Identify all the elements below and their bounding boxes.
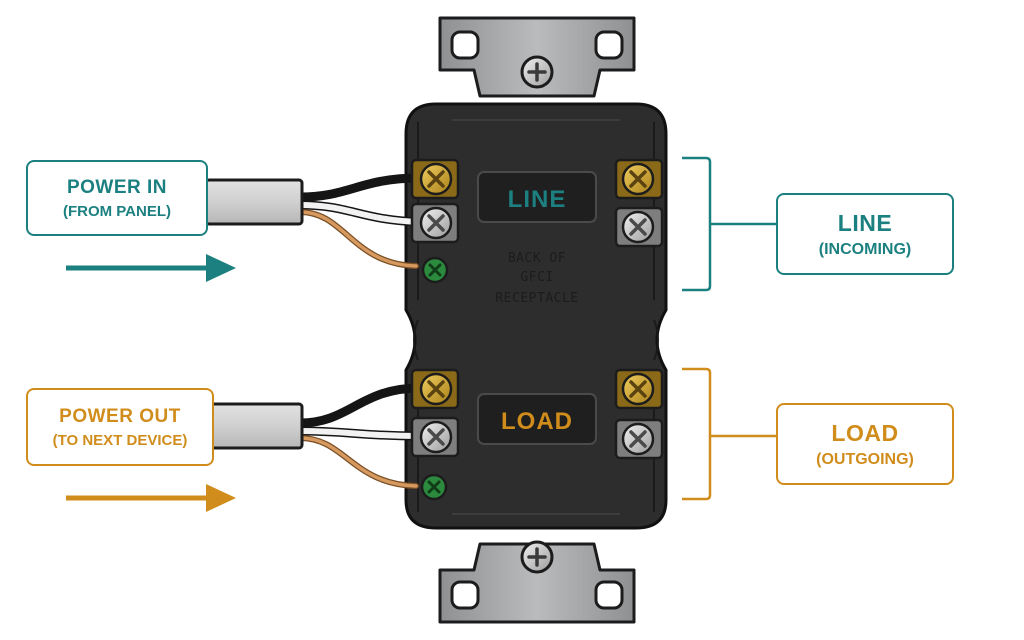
line-label: LINE	[508, 186, 567, 213]
load-cable	[204, 383, 425, 489]
ground-screw-icon	[421, 256, 449, 284]
line-bracket	[682, 156, 776, 292]
load-callout: LOAD (OUTGOING)	[776, 403, 954, 485]
line-callout-title: LINE	[837, 209, 893, 236]
load-callout-subtitle: (OUTGOING)	[816, 450, 914, 468]
load-callout-title: LOAD	[831, 419, 899, 446]
brass-screw-icon	[410, 158, 460, 200]
load-label: LOAD	[501, 408, 573, 435]
silver-screw-icon	[614, 206, 664, 248]
brass-screw-icon	[410, 368, 460, 410]
line-callout-subtitle: (INCOMING)	[818, 240, 912, 258]
power-in-arrow-icon	[66, 254, 236, 282]
line-label-plate	[477, 171, 597, 223]
line-cable	[204, 173, 425, 269]
silver-screw-icon	[410, 202, 460, 244]
center-text-line-2: GFCI	[520, 270, 553, 285]
line-cable-sheath	[204, 178, 304, 226]
mounting-screw-icon	[520, 540, 554, 574]
line-callout: LINE (INCOMING)	[776, 193, 954, 275]
brass-screw-icon	[614, 368, 664, 410]
ground-screw-icon	[420, 473, 448, 501]
load-label-plate	[477, 393, 597, 445]
power-out-callout: POWER OUT (TO NEXT DEVICE)	[26, 388, 214, 466]
mounting-strap	[438, 16, 636, 624]
power-out-title: POWER OUT	[59, 405, 181, 427]
power-in-title: POWER IN	[66, 176, 168, 198]
mounting-screw-icon	[520, 55, 554, 89]
power-out-subtitle: (TO NEXT DEVICE)	[52, 431, 188, 449]
silver-screw-icon	[410, 416, 460, 458]
center-text-line-1: BACK OF	[508, 251, 566, 266]
power-in-callout: POWER IN (FROM PANEL)	[26, 160, 208, 236]
silver-screw-icon	[614, 418, 664, 460]
power-out-arrow-icon	[66, 484, 236, 512]
load-bracket	[682, 367, 776, 501]
brass-screw-icon	[614, 158, 664, 200]
center-text-line-3: RECEPTACLE	[495, 291, 578, 306]
load-cable-sheath	[204, 402, 304, 450]
power-in-subtitle: (FROM PANEL)	[62, 202, 172, 220]
